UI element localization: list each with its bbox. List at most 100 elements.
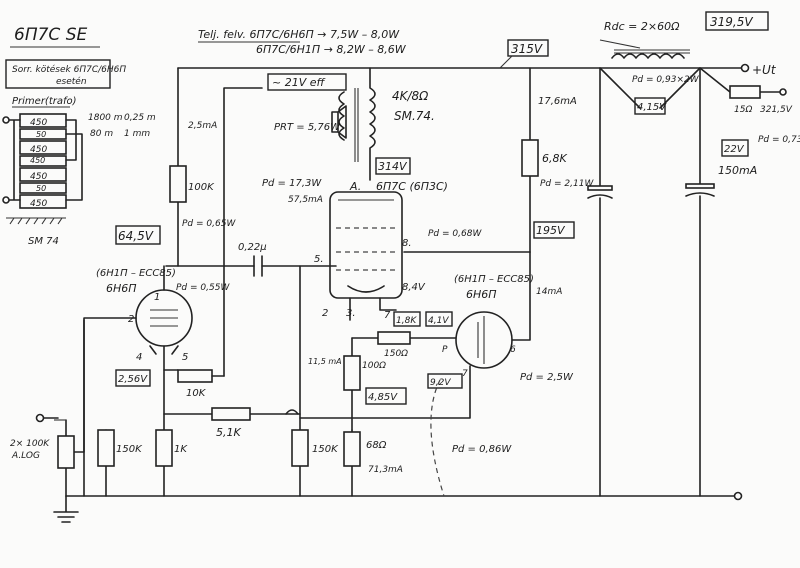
pin2-label: 2: [322, 308, 328, 319]
pd068-label: Pd = 0,68W: [428, 229, 482, 239]
r15-resistor: [729, 85, 761, 99]
feedback-wire: [223, 87, 263, 377]
pin5-label: 5.: [314, 254, 324, 265]
cap2-plate-neg: [685, 192, 715, 197]
r150k-output-grid-resistor: [291, 429, 309, 467]
choke-pointer: [599, 39, 641, 49]
winding-note-box: [5, 59, 111, 89]
v84-label: 8,4V: [402, 282, 426, 293]
r1k-resistor: [155, 429, 173, 467]
pd173-label: Pd = 17,3W: [262, 178, 322, 189]
supply-resistor-wires: [699, 67, 781, 93]
driver1-type-1: (6Н1П – ECC85): [96, 268, 176, 279]
supply-terminal: [779, 88, 787, 96]
v3195-box: [705, 11, 769, 31]
v645-label: 64,5V: [118, 229, 154, 243]
out-voltage-label: ~ 21V eff: [272, 76, 325, 89]
pd073-label: Pd = 0,73W: [758, 135, 800, 145]
cathode-pin-wires: [349, 297, 397, 321]
v256-box: [115, 369, 151, 387]
pin7-label: 7: [384, 310, 391, 321]
pin6-label: 6: [510, 345, 516, 355]
output-tube-grids: [336, 227, 396, 271]
i25-label: 2,5mA: [188, 121, 217, 131]
i115-label: 11,5 mA: [308, 357, 342, 366]
r10k-resistor: [177, 369, 213, 383]
pd093-label: Pd = 0,93×2W: [632, 75, 700, 85]
r68k-label: 6,8K: [542, 152, 567, 165]
r150-label: 150Ω: [384, 349, 408, 359]
primer-wire-2: 1 mm: [124, 129, 150, 139]
driver2-type-2: 6Н6П: [466, 288, 497, 301]
ground-symbol: [53, 495, 79, 523]
r10k-label: 10K: [186, 388, 207, 399]
driver1-tube-electrodes: [150, 309, 178, 327]
driver1-heater-pins: [149, 345, 179, 355]
pin8-label: 8.: [402, 238, 412, 249]
speaker-icon: [331, 105, 347, 139]
v314-label: 314V: [378, 160, 408, 173]
v645-box: [115, 225, 161, 245]
r150k-input-label: 150K: [116, 444, 143, 455]
r150k-output-label: 150K: [312, 444, 339, 455]
pin5b-label: 5: [182, 352, 188, 363]
pin3-label: 3.: [346, 308, 356, 319]
r18k-label: 1,8K: [396, 316, 417, 326]
r68-label: 68Ω: [366, 440, 387, 451]
v3215-label: 321,5V: [760, 105, 793, 115]
v41-box: [425, 311, 453, 327]
v41-label: 4,1V: [428, 316, 449, 326]
schematic-title: 6П7С SE: [14, 25, 87, 45]
primer-length-2: 80 m: [90, 129, 113, 139]
driver2-type-1: (6Н1П – ECC85): [454, 274, 534, 285]
i150-label: 150mA: [718, 164, 757, 177]
primer-length-1: 1800 m: [88, 113, 123, 123]
ot-impedance-label: 4K/8Ω: [392, 89, 429, 103]
b-plus-terminal: [740, 63, 750, 73]
primer-wire-1: 0,25 m: [124, 113, 156, 123]
ot-core: [354, 88, 359, 162]
v485-label: 4,85V: [368, 392, 398, 403]
v22-box: [721, 139, 749, 157]
v195-box: [533, 221, 575, 239]
power-note-1: Telj. felv. 6П7С/6Н6П → 7,5W – 8,0W: [198, 28, 400, 41]
volume-pot: [57, 435, 75, 469]
ot-secondary: [338, 91, 345, 141]
r100k-resistor: [169, 165, 187, 203]
cap1-plate-pos: [587, 185, 613, 191]
primer-value-450-2: 450: [30, 145, 47, 155]
pot-value-label: 2× 100K: [10, 439, 50, 449]
winding-note-1: Sorr. kötések 6П7С/6Н6П: [12, 64, 126, 75]
pd155-label: Pd = 0,55W: [176, 283, 230, 293]
pin-p-label: P: [442, 345, 448, 355]
primer-value-450-1: 450: [30, 118, 47, 128]
primer-label: Primer(trafo): [12, 96, 77, 107]
pin4-label: 4: [136, 352, 142, 363]
output-tube-envelope: [329, 191, 403, 299]
choke-coil: [611, 53, 685, 59]
input-terminal: [35, 413, 45, 423]
r51k-label: 5,1K: [216, 426, 241, 439]
primer-winding-stack: [2, 113, 83, 209]
v485-box: [365, 387, 407, 405]
primer-value-450-3: 450: [30, 156, 45, 165]
choke-wires: [599, 67, 701, 109]
pd065-label: Pd = 0,65W: [182, 219, 236, 229]
primer-value-450-4: 450: [30, 172, 47, 182]
v315-label: 315V: [511, 42, 543, 56]
pd086-label: Pd = 0,86W: [452, 444, 512, 455]
choke-core: [614, 49, 690, 54]
v195-label: 195V: [536, 224, 566, 237]
power-note-2: 6П7С/6Н1П → 8,2W – 8,6W: [256, 43, 407, 56]
v314-box: [375, 157, 411, 175]
b-plus-label: +Ut: [752, 63, 777, 77]
anode-pin-label: A.: [349, 180, 361, 193]
r100k-label: 100K: [188, 182, 215, 193]
i713-label: 71,3mA: [368, 465, 403, 475]
c022-capacitor: [253, 255, 263, 277]
driver1-type-2: 6Н6П: [106, 282, 137, 295]
pd25-label: Pd = 2,5W: [520, 372, 574, 383]
cap1-plate-neg: [587, 194, 613, 199]
